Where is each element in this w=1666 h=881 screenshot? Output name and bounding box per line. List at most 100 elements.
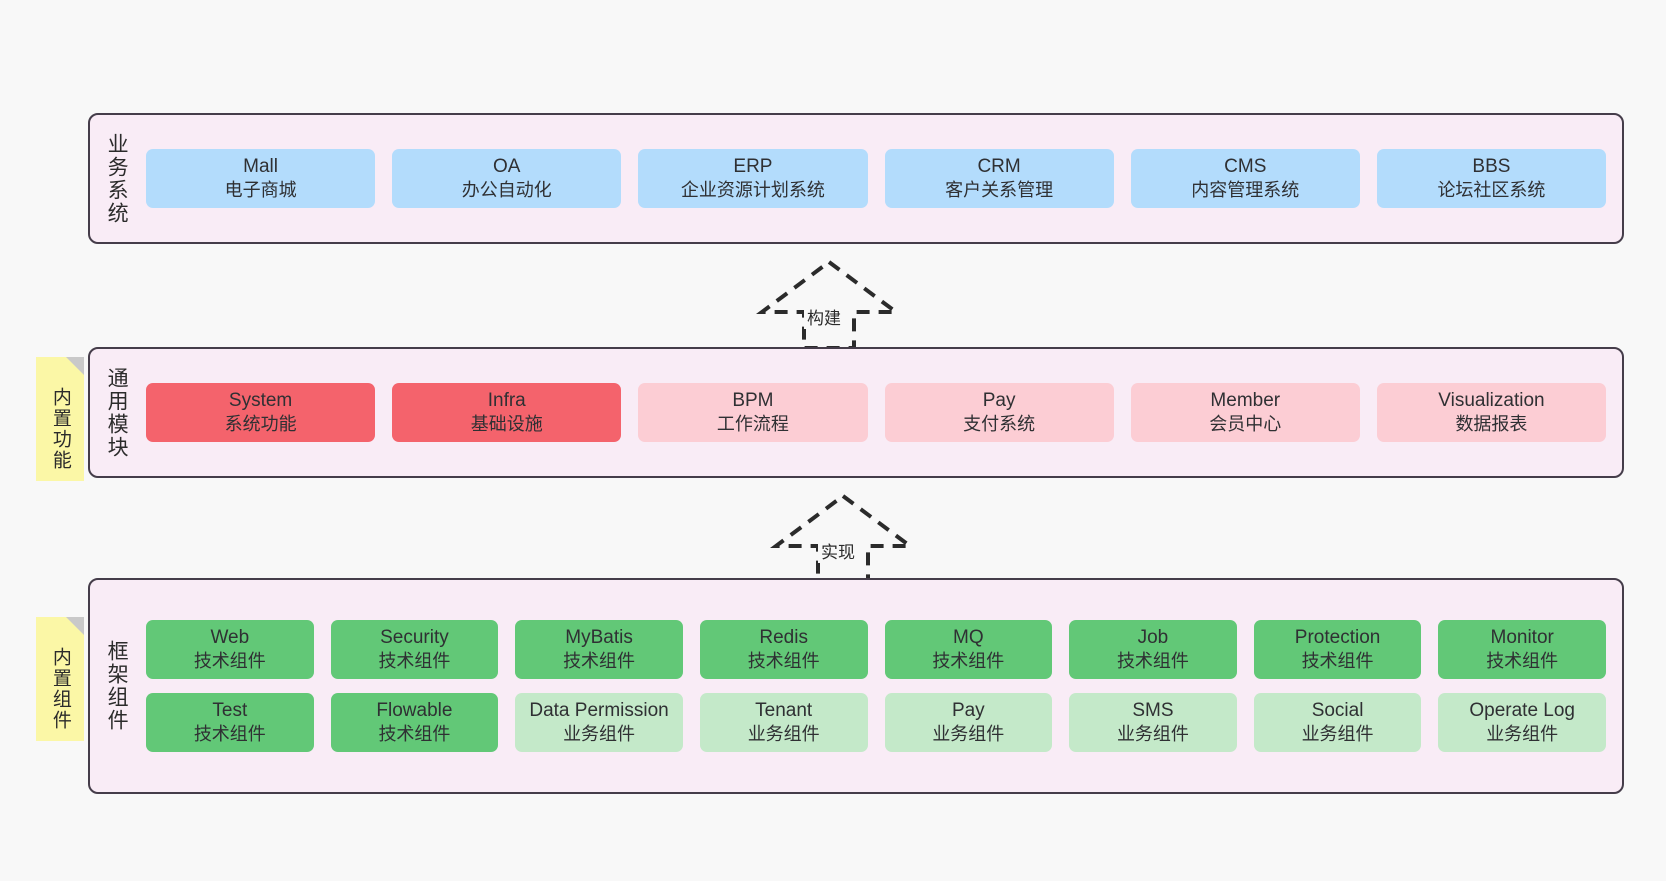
card-subtitle: 技术组件 xyxy=(378,723,451,744)
card-title: Mall xyxy=(243,156,278,178)
card-subtitle: 电子商城 xyxy=(224,180,297,201)
card-title: Pay xyxy=(951,700,985,721)
card-subtitle: 系统功能 xyxy=(224,414,297,435)
card-title: Member xyxy=(1210,390,1281,412)
card-subtitle: 技术组件 xyxy=(378,651,451,672)
card-title: CMS xyxy=(1224,156,1267,178)
card-subtitle: 会员中心 xyxy=(1209,414,1282,435)
layer-common-module-title: 通用模块 xyxy=(105,366,129,459)
card-subtitle: 工作流程 xyxy=(716,414,789,435)
layer-business-system-title: 业务系统 xyxy=(105,132,129,225)
card-subtitle: 技术组件 xyxy=(932,651,1005,672)
card-title: OA xyxy=(493,156,521,178)
card-subtitle: 论坛社区系统 xyxy=(1437,180,1546,201)
card-title: Test xyxy=(212,700,248,721)
card-subtitle: 技术组件 xyxy=(1301,651,1374,672)
note-builtin-components: 内置组件 xyxy=(36,617,84,741)
card-subtitle: 技术组件 xyxy=(1116,651,1189,672)
card-title: MQ xyxy=(953,627,984,649)
card-title: Tenant xyxy=(755,700,813,721)
card-title: Operate Log xyxy=(1469,700,1575,721)
card-subtitle: 技术组件 xyxy=(747,651,820,672)
card-title: System xyxy=(228,390,293,412)
note-builtin-components-label: 内置组件 xyxy=(49,647,71,731)
layer-framework-component-title: 框架组件 xyxy=(105,640,129,732)
card-title: CRM xyxy=(977,156,1021,178)
connector-implement-label: 实现 xyxy=(818,538,858,563)
card-title: ERP xyxy=(733,156,773,178)
card-title: Protection xyxy=(1294,627,1381,649)
card-title: BBS xyxy=(1472,156,1511,178)
card-subtitle: 企业资源计划系统 xyxy=(680,180,825,201)
connector-build: 构建 xyxy=(755,256,903,352)
card-title: Security xyxy=(380,627,449,649)
card-subtitle: 技术组件 xyxy=(193,651,266,672)
card-title: Monitor xyxy=(1490,627,1554,649)
card-subtitle: 数据报表 xyxy=(1455,414,1528,435)
note-builtin-features-label: 内置功能 xyxy=(49,387,71,471)
card-title: MyBatis xyxy=(565,627,633,649)
card-title: SMS xyxy=(1132,700,1174,721)
note-builtin-features: 内置功能 xyxy=(36,357,84,481)
card-subtitle: 业务组件 xyxy=(1116,723,1189,744)
card-subtitle: 技术组件 xyxy=(193,723,266,744)
card-title: Data Permission xyxy=(529,700,669,721)
connector-implement: 实现 xyxy=(769,490,917,586)
card-subtitle: 业务组件 xyxy=(932,723,1005,744)
card-subtitle: 业务组件 xyxy=(1301,723,1374,744)
card-subtitle: 内容管理系统 xyxy=(1191,180,1300,201)
card-title: Flowable xyxy=(376,700,453,721)
card-title: BPM xyxy=(732,390,774,412)
card-title: Pay xyxy=(982,390,1016,412)
card-title: Redis xyxy=(759,627,808,649)
card-title: Infra xyxy=(487,390,526,412)
card-subtitle: 支付系统 xyxy=(963,414,1036,435)
card-subtitle: 客户关系管理 xyxy=(945,180,1054,201)
card-subtitle: 业务组件 xyxy=(747,723,820,744)
card-subtitle: 业务组件 xyxy=(1486,723,1559,744)
card-subtitle: 技术组件 xyxy=(563,651,636,672)
card-subtitle: 技术组件 xyxy=(1486,651,1559,672)
card-subtitle: 办公自动化 xyxy=(461,180,552,201)
card-subtitle: 业务组件 xyxy=(563,723,636,744)
card-title: Job xyxy=(1137,627,1169,649)
